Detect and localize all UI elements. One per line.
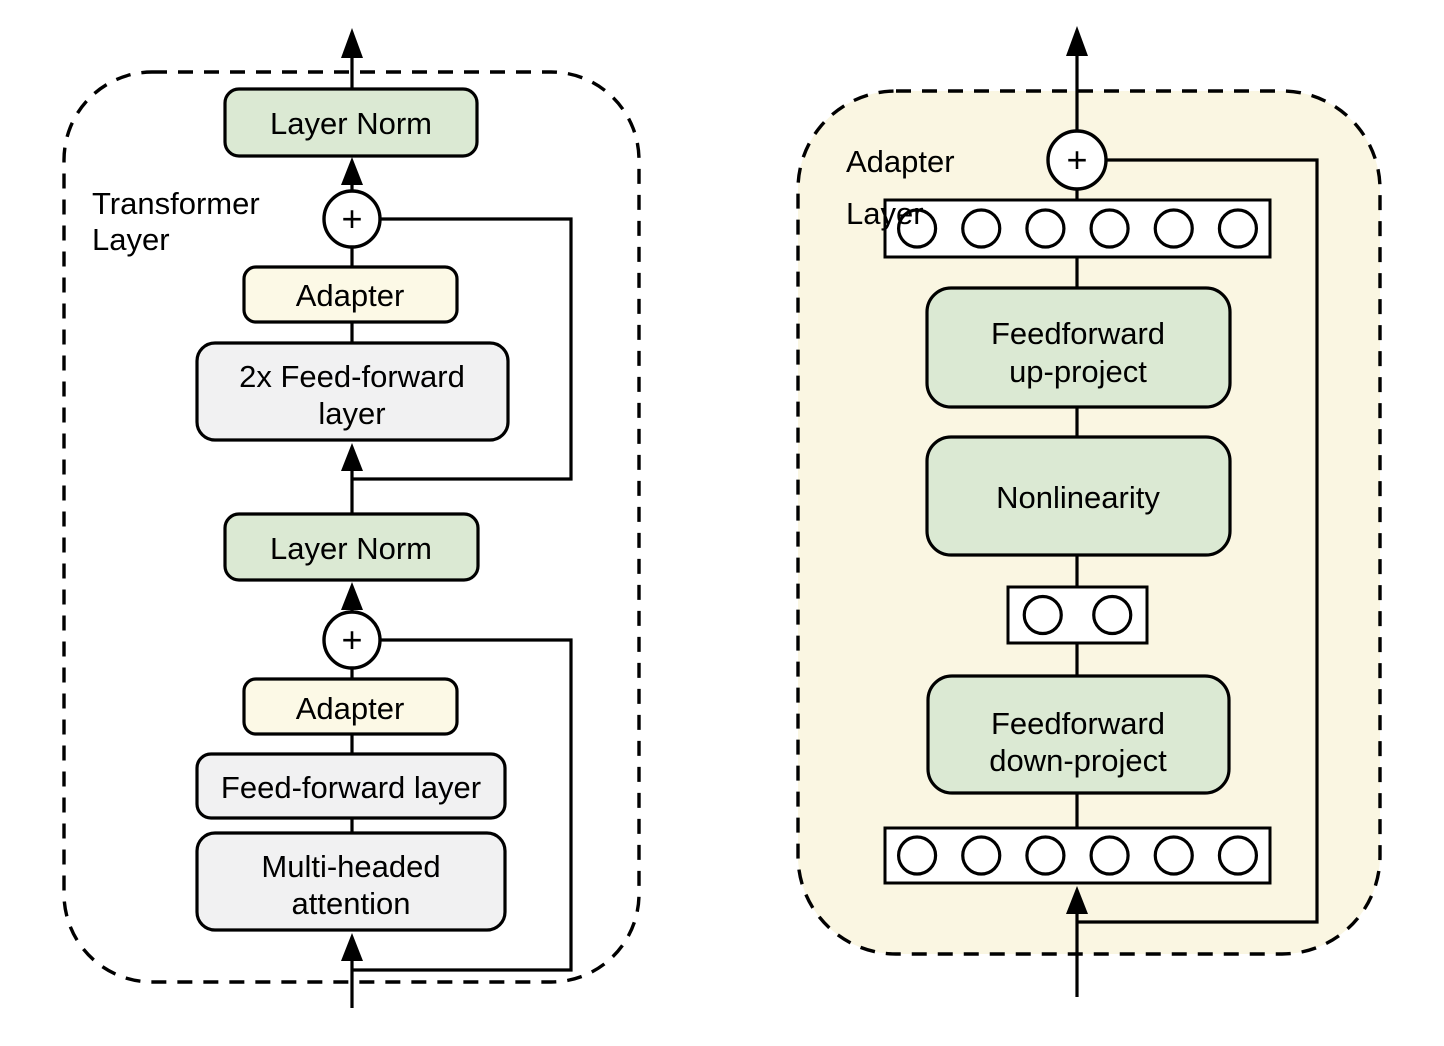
- transformer-layer-panel: Layer Norm + Adapter 2x Feed-forward lay…: [62, 28, 641, 1008]
- adapter-skip-connection: [1077, 158, 1319, 924]
- feedforward-down-project-label-line1: Feedforward: [991, 706, 1165, 741]
- feed-forward-2x-label-line2: layer: [318, 396, 385, 431]
- multi-headed-attention-box: [195, 831, 507, 932]
- adapter-bottom-label: Adapter: [296, 691, 405, 726]
- plus-label: +: [341, 619, 362, 660]
- feature-node-circle: [961, 208, 1002, 249]
- skip-connection-bottom: [352, 638, 573, 972]
- feedforward-down-project-box: [926, 674, 1231, 795]
- feature-node-circle: [896, 208, 938, 249]
- arrow-up-icon: [341, 28, 363, 58]
- feature-node-circle: [1153, 208, 1194, 249]
- transformer-layer-label-line2: Layer: [92, 222, 170, 257]
- arrow-up-icon: [341, 157, 363, 185]
- layer-norm-top-label: Layer Norm: [270, 106, 432, 141]
- feature-node-circle: [1025, 208, 1066, 249]
- adapter-layer-label-line2: Layer: [846, 196, 924, 231]
- arrow-up-icon: [1066, 886, 1088, 914]
- feedforward-up-project-label-line2: up-project: [1009, 354, 1147, 389]
- feature-node-circle: [1022, 594, 1063, 636]
- nonlinearity-box: [925, 435, 1232, 557]
- feed-forward-layer-box: [195, 752, 507, 820]
- bottleneck-row: [1022, 594, 1133, 636]
- feature-node-circle: [1089, 835, 1130, 876]
- skip-connection-top: [352, 217, 573, 481]
- feature-node-circle: [961, 835, 1002, 876]
- sum-node-bottom: [322, 610, 382, 670]
- feed-forward-2x-label-line1: 2x Feed-forward: [239, 359, 465, 394]
- adapter-top-box: [242, 265, 459, 324]
- feature-node-circle: [1153, 835, 1194, 876]
- feature-node-circle: [1217, 835, 1259, 876]
- feed-forward-layer-label: Feed-forward layer: [221, 770, 481, 805]
- multi-headed-attention-label-line1: Multi-headed: [261, 849, 440, 884]
- adapter-top-label: Adapter: [296, 278, 405, 313]
- sum-node: [1046, 129, 1108, 191]
- plus-label: +: [341, 198, 362, 239]
- feature-node-circle: [1092, 594, 1133, 636]
- feedforward-up-project-box: [925, 286, 1232, 409]
- adapter-layer-label-line1: Adapter: [846, 144, 955, 179]
- multi-headed-attention-label-line2: attention: [292, 886, 411, 921]
- adapter-layer-panel: + Feedforward up-project Nonlinearity Fe…: [796, 26, 1382, 997]
- feature-node-circle: [1217, 208, 1259, 249]
- layer-norm-mid-label: Layer Norm: [270, 531, 432, 566]
- feature-row-top-box: [883, 198, 1272, 259]
- feature-row-bottom: [896, 835, 1259, 876]
- adapter-bottom-box: [242, 677, 459, 736]
- feature-node-circle: [896, 835, 938, 876]
- feedforward-up-project-label-line1: Feedforward: [991, 316, 1165, 351]
- feedforward-down-project-label-line2: down-project: [989, 743, 1167, 778]
- arrow-up-icon: [1066, 26, 1088, 56]
- feature-row-bottom-box: [883, 826, 1272, 885]
- feature-row-top: [896, 208, 1259, 249]
- transformer-layer-label-line1: Transformer: [92, 186, 260, 221]
- sum-node-top: [322, 189, 382, 249]
- layer-norm-top-box: [223, 87, 479, 158]
- nonlinearity-label: Nonlinearity: [996, 480, 1160, 515]
- arrow-up-icon: [341, 443, 363, 471]
- arrow-up-icon: [341, 582, 363, 610]
- feed-forward-2x-box: [195, 341, 510, 442]
- feature-node-circle: [1089, 208, 1130, 249]
- feature-node-circle: [1025, 835, 1066, 876]
- arrow-up-icon: [341, 933, 363, 961]
- layer-norm-mid-box: [223, 512, 480, 582]
- plus-label: +: [1066, 139, 1087, 180]
